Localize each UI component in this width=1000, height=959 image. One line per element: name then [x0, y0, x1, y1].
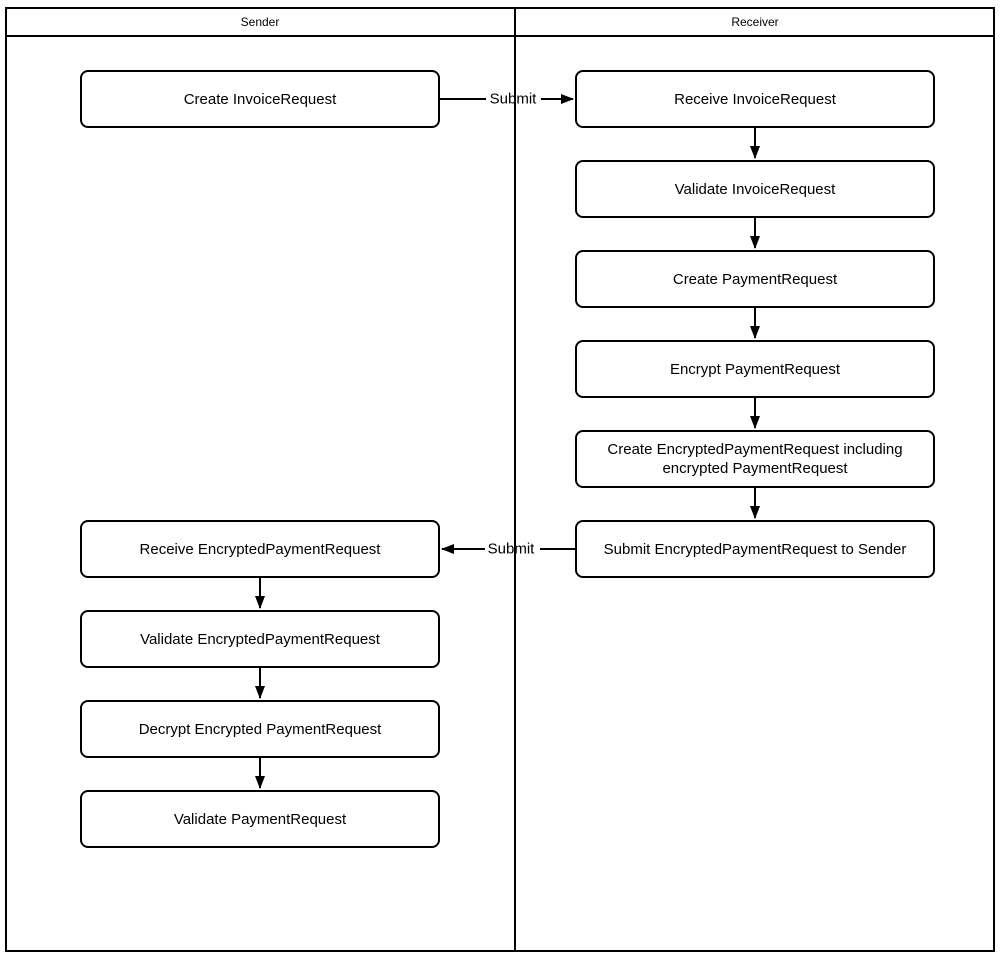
node-label: Receive InvoiceRequest	[674, 90, 836, 108]
node-encrypt-paymentrequest: Encrypt PaymentRequest	[575, 340, 935, 398]
node-label: Decrypt Encrypted PaymentRequest	[138, 720, 382, 738]
node-label: Create PaymentRequest	[672, 270, 838, 288]
lane-header-sender: Sender	[5, 7, 515, 37]
node-submit-encryptedpaymentrequest-to-sender: Submit EncryptedPaymentRequest to Sender	[575, 520, 935, 578]
node-create-encryptedpaymentrequest: Create EncryptedPaymentRequest including…	[575, 430, 935, 488]
swimlane-outer-border	[5, 7, 995, 952]
node-label: Validate EncryptedPaymentRequest	[140, 630, 380, 648]
node-label: Encrypt PaymentRequest	[669, 360, 841, 378]
node-label: Create InvoiceRequest	[183, 90, 337, 108]
lane-header-sender-label: Sender	[240, 15, 280, 29]
node-create-invoicerequest: Create InvoiceRequest	[80, 70, 440, 128]
node-decrypt-encrypted-paymentrequest: Decrypt Encrypted PaymentRequest	[80, 700, 440, 758]
node-label: Submit EncryptedPaymentRequest to Sender	[603, 540, 907, 558]
lane-divider	[514, 7, 516, 952]
node-receive-invoicerequest: Receive InvoiceRequest	[575, 70, 935, 128]
node-label: Create EncryptedPaymentRequest including…	[607, 441, 903, 477]
node-validate-encryptedpaymentrequest: Validate EncryptedPaymentRequest	[80, 610, 440, 668]
edge-label-submit-encrypted-payment: Submit	[487, 540, 535, 558]
node-label: Validate InvoiceRequest	[674, 180, 836, 198]
node-label: Validate PaymentRequest	[173, 810, 347, 828]
edge-label-submit-invoice: Submit	[489, 90, 537, 108]
node-create-paymentrequest: Create PaymentRequest	[575, 250, 935, 308]
node-validate-paymentrequest: Validate PaymentRequest	[80, 790, 440, 848]
lane-header-separator	[5, 35, 995, 37]
lane-header-receiver: Receiver	[515, 7, 995, 37]
node-validate-invoicerequest: Validate InvoiceRequest	[575, 160, 935, 218]
node-label: Receive EncryptedPaymentRequest	[139, 540, 381, 558]
node-receive-encryptedpaymentrequest: Receive EncryptedPaymentRequest	[80, 520, 440, 578]
lane-header-receiver-label: Receiver	[731, 15, 779, 29]
